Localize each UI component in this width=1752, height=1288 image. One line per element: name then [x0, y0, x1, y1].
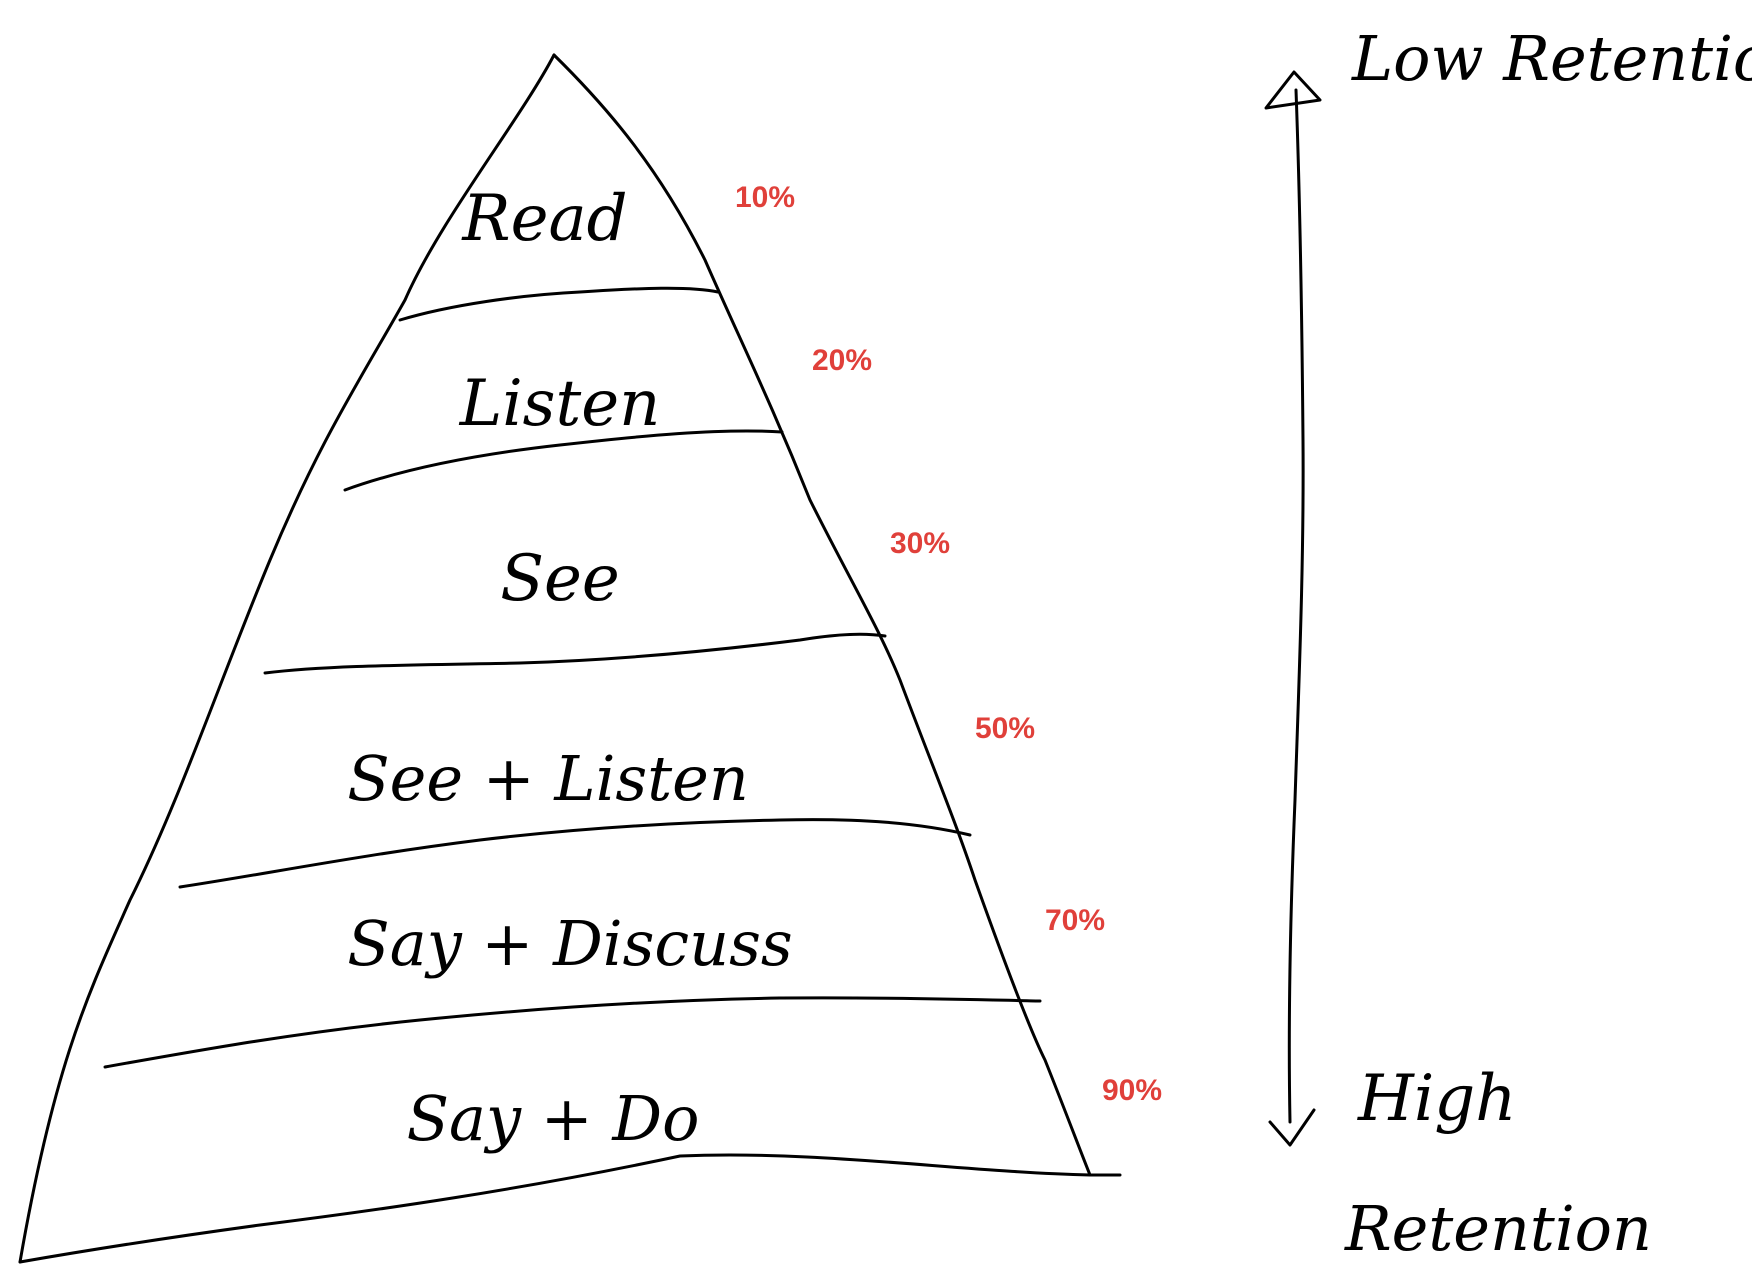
- arrow-down-icon: [1268, 1108, 1316, 1147]
- arrow-up-icon: [1264, 70, 1322, 110]
- retention-scale: Low Retention High Retention: [1264, 22, 1752, 1265]
- pyramid-base: [18, 1153, 1122, 1264]
- scale-label-low-retention: Low Retention: [1351, 22, 1752, 95]
- percent-label-see: 30%: [890, 527, 950, 560]
- percent-label-say-discuss: 70%: [1045, 904, 1105, 937]
- level-label-say-discuss: Say + Discuss: [347, 907, 792, 980]
- pyramid-divider-1: [398, 286, 720, 322]
- pyramid-divider-5: [103, 996, 1042, 1069]
- level-label-see-listen: See + Listen: [347, 742, 749, 815]
- percent-label-listen: 20%: [812, 344, 872, 377]
- pyramid: [18, 53, 1122, 1264]
- pyramid-divider-4: [178, 818, 972, 889]
- level-label-say-do: Say + Do: [407, 1082, 700, 1155]
- pyramid-percentages: 10% 20% 30% 50% 70% 90%: [735, 181, 1162, 1107]
- level-label-read: Read: [461, 182, 627, 256]
- percent-label-see-listen: 50%: [975, 712, 1035, 745]
- level-label-listen: Listen: [459, 367, 661, 441]
- pyramid-left-edge: [18, 53, 556, 1264]
- pyramid-labels: Read Listen See See + Listen Say + Discu…: [347, 182, 793, 1155]
- percent-label-read: 10%: [735, 181, 795, 214]
- pyramid-divider-2: [343, 429, 784, 492]
- pyramid-divider-3: [263, 632, 887, 675]
- retention-scale-line: [1287, 88, 1305, 1124]
- scale-label-retention: Retention: [1344, 1192, 1652, 1265]
- percent-label-say-do: 90%: [1102, 1074, 1162, 1107]
- pyramid-right-edge: [552, 53, 1092, 1177]
- scale-label-high: High: [1357, 1062, 1516, 1136]
- level-label-see: See: [500, 542, 620, 616]
